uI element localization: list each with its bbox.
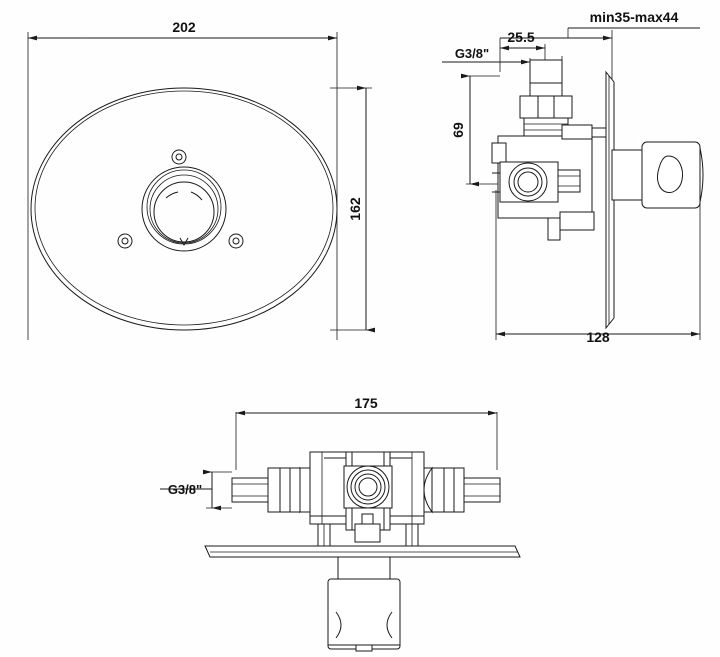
left-inlet-pipe	[231, 477, 269, 503]
right-inlet-hex-union	[431, 467, 465, 513]
dimension-label-162: 162	[347, 197, 363, 221]
control-stem-body	[327, 578, 401, 650]
wall-escutcheon-plate	[605, 70, 615, 330]
handle-edge-highlight	[699, 147, 704, 203]
control-stem-neck	[337, 556, 391, 580]
dimension-label-wall-range: min35-max44	[590, 9, 679, 25]
center-stem-collar	[354, 523, 381, 543]
indicator-arc-left	[165, 191, 179, 199]
handle-bore-circle	[153, 181, 215, 243]
dimension-label-g38-side: G3/8"	[455, 46, 489, 61]
handle-ring-inner	[149, 174, 219, 244]
dimension-label-g38-bottom: G3/8"	[168, 482, 202, 497]
mounting-base-plate	[204, 545, 521, 558]
lever-handle-body	[641, 141, 701, 209]
dimension-label-69: 69	[450, 122, 466, 138]
cartridge-circle-outer	[508, 162, 548, 202]
control-stem-left-flat	[335, 611, 342, 639]
lower-stem-stub	[547, 217, 561, 241]
center-stem-nub	[361, 513, 374, 525]
side-view-group	[442, 27, 704, 340]
body-right-spigot	[557, 169, 581, 193]
front-view-group	[27, 32, 375, 340]
screw-hole-lower-left	[117, 233, 133, 249]
cartridge-circle-inner	[517, 171, 539, 193]
dimension-label-202: 202	[172, 19, 196, 35]
lower-body-ledge	[559, 211, 595, 231]
control-stem-right-flat	[386, 611, 393, 639]
screw-hole-lower-left-bore	[121, 237, 129, 245]
bottom-view-group	[160, 410, 521, 652]
right-inlet-pipe	[463, 477, 501, 503]
indicator-pointer-notch	[179, 237, 189, 247]
screw-hole-top	[171, 149, 187, 165]
control-stem-tip	[355, 644, 373, 652]
outlet-riser-tube	[529, 59, 563, 97]
screw-hole-lower-right-bore	[232, 237, 240, 245]
screw-hole-lower-right	[228, 233, 244, 249]
dimension-label-128: 128	[586, 329, 610, 345]
center-outlet-circle-3	[354, 473, 382, 501]
indicator-arc-right	[190, 191, 203, 201]
cartridge-circle-mid	[513, 167, 543, 197]
screw-hole-top-bore	[175, 153, 183, 161]
handle-ring-outer	[141, 166, 227, 252]
dimension-label-25-5: 25.5	[507, 29, 534, 45]
teardrop-handle-detail	[657, 155, 683, 193]
center-outlet-circle-2	[350, 469, 386, 505]
handle-ring-middle	[146, 169, 222, 245]
center-outlet-bore	[358, 477, 378, 497]
oval-escutcheon-inner-offset	[34, 90, 334, 326]
left-inlet-hex-union	[267, 467, 301, 513]
handle-neck	[611, 149, 645, 201]
outlet-hex-nut	[519, 95, 573, 119]
outlet-thread-collar	[523, 117, 569, 137]
valve-body-left-shoulder	[491, 142, 507, 164]
oval-escutcheon-outline	[30, 87, 338, 331]
dimension-label-175: 175	[354, 395, 378, 411]
upper-side-fitting	[561, 124, 593, 140]
center-outlet-circle-outer	[346, 465, 390, 509]
